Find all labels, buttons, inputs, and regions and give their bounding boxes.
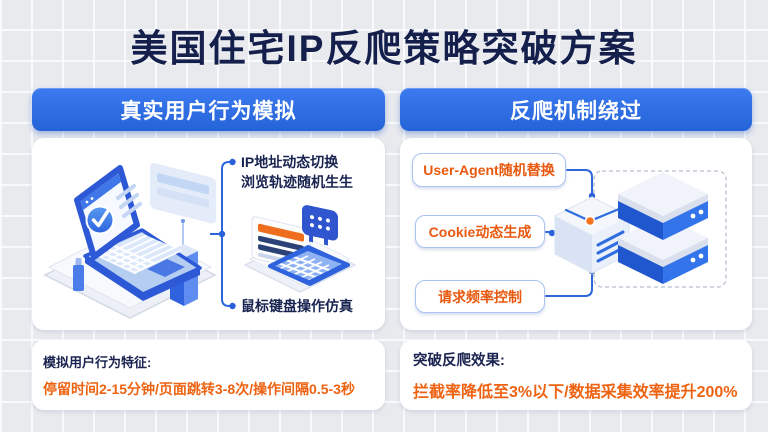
method-pill-label: 请求频率控制 (438, 288, 522, 305)
keyboard-illustration (243, 205, 357, 293)
right-panel-card: User-Agent随机替换 Cookie动态生成 请求频率控制 (400, 138, 752, 330)
chip-bubble-icon (302, 205, 338, 246)
check-badge-icon (85, 205, 115, 235)
connector-dot (229, 302, 236, 310)
method-pill-cookie: Cookie动态生成 (415, 215, 545, 248)
annotation-mouse-keyboard: 鼠标键盘操作仿真 (241, 298, 353, 314)
bypass-diagram (545, 169, 727, 297)
right-panel-header-label: 反爬机制绕过 (510, 99, 642, 123)
connector-dot (548, 229, 556, 237)
user-behavior-diagram (43, 158, 357, 319)
method-pill-user-agent: User-Agent随机替换 (412, 153, 566, 187)
left-footer-card: 模拟用户行为特征: 停留时间2-15分钟/页面跳转3-8次/操作间隔0.5-3秒 (32, 340, 385, 410)
method-pill-label: User-Agent随机替换 (423, 162, 555, 178)
small-pole-icon (73, 258, 84, 291)
screen-text-lines (116, 184, 142, 218)
left-footer-heading: 模拟用户行为特征: (43, 354, 152, 370)
right-panel-header: 反爬机制绕过 (400, 88, 752, 131)
right-footer-detail: 拦截率降低至3%以下/数据采集效率提升200% (413, 383, 738, 401)
trackpad (147, 259, 185, 277)
left-panel-card: IP地址动态切换 浏览轨迹随机生生 鼠标键盘操作仿真 (32, 138, 385, 330)
left-panel-header-label: 真实用户行为模拟 (120, 99, 297, 123)
server-unit (618, 172, 708, 240)
floating-card-icon (150, 163, 216, 224)
right-footer-card: 突破反爬效果: 拦截率降低至3%以下/数据采集效率提升200% (400, 340, 752, 410)
laptop-illustration (43, 163, 217, 319)
dashed-region (593, 170, 727, 288)
screen-top-bar (80, 173, 121, 210)
proxy-cube-icon (554, 196, 630, 274)
page-title: 美国住宅IP反爬策略突破方案 (130, 28, 638, 69)
method-pill-label: Cookie动态生成 (428, 223, 532, 240)
connector-dot (229, 158, 236, 166)
method-pill-rate-limit: 请求频率控制 (415, 280, 545, 313)
left-panel-header: 真实用户行为模拟 (32, 88, 385, 131)
laptop-screen (74, 165, 142, 260)
orange-node-dot (584, 215, 596, 227)
connector-dot (218, 230, 226, 238)
keyboard-icon (268, 245, 350, 286)
server-stack-icon (618, 172, 708, 284)
connector-dot (181, 219, 185, 223)
annotation-ip-rotation: IP地址动态切换 浏览轨迹随机生生 (241, 154, 353, 190)
right-footer-heading: 突破反爬效果: (413, 352, 505, 369)
left-footer-detail: 停留时间2-15分钟/页面跳转3-8次/操作间隔0.5-3秒 (43, 380, 355, 397)
